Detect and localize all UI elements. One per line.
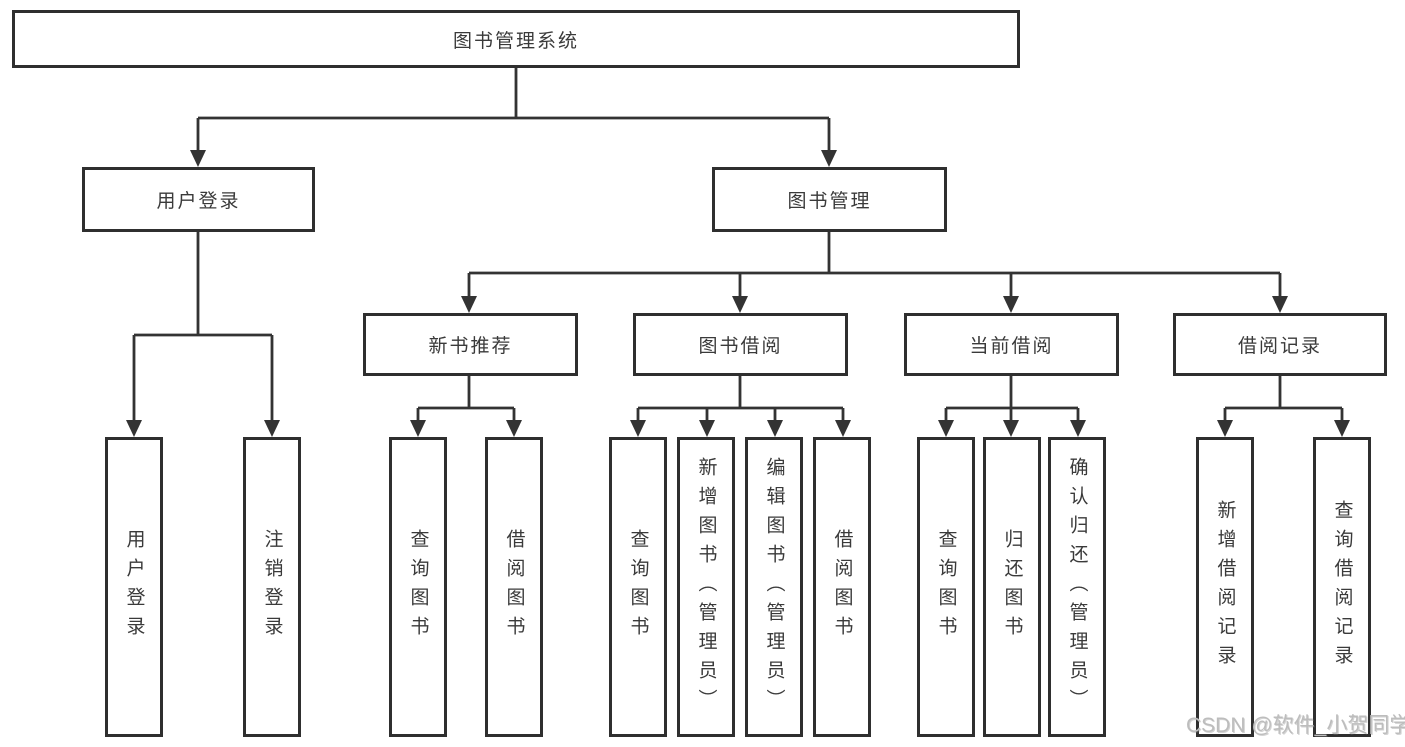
leaf-borrow-books: 借阅图书 [813, 437, 871, 737]
node-book-borrow: 图书借阅 [633, 313, 848, 376]
connector-borrowrecords-to-leaves [1223, 376, 1344, 422]
node-library-system-root: 图书管理系统 [12, 10, 1020, 68]
leaf-logout: 注销登录 [243, 437, 301, 737]
node-borrow-records: 借阅记录 [1173, 313, 1387, 376]
leaf-borrow-books-recommend: 借阅图书 [485, 437, 543, 737]
node-book-management-branch: 图书管理 [712, 167, 947, 232]
leaf-query-books-borrow: 查询图书 [609, 437, 667, 737]
connector-userlogin-to-leaves [132, 232, 274, 422]
watermark: CSDN @软件_小贺同学 [1186, 714, 1405, 737]
connector-bookborrow-to-leaves [636, 376, 845, 422]
leaf-user-login: 用户登录 [105, 437, 163, 737]
leaf-add-book-admin: 新增图书（管理员） [677, 437, 735, 737]
connector-bookmgmt-to-level3 [467, 232, 1282, 298]
node-current-borrow: 当前借阅 [904, 313, 1119, 376]
leaf-query-books-recommend: 查询图书 [389, 437, 447, 737]
node-new-book-recommend: 新书推荐 [363, 313, 578, 376]
leaf-confirm-return-admin: 确认归还（管理员） [1048, 437, 1106, 737]
connector-root-to-level2 [196, 68, 831, 152]
leaf-query-books-current: 查询图书 [917, 437, 975, 737]
leaf-add-borrow-record: 新增借阅记录 [1196, 437, 1254, 737]
node-user-login-branch: 用户登录 [82, 167, 315, 232]
leaf-return-book: 归还图书 [983, 437, 1041, 737]
connector-currentborrow-to-leaves [944, 376, 1080, 422]
connector-newbookrec-to-leaves [416, 376, 516, 422]
leaf-query-borrow-record: 查询借阅记录 [1313, 437, 1371, 737]
leaf-edit-book-admin: 编辑图书（管理员） [745, 437, 803, 737]
